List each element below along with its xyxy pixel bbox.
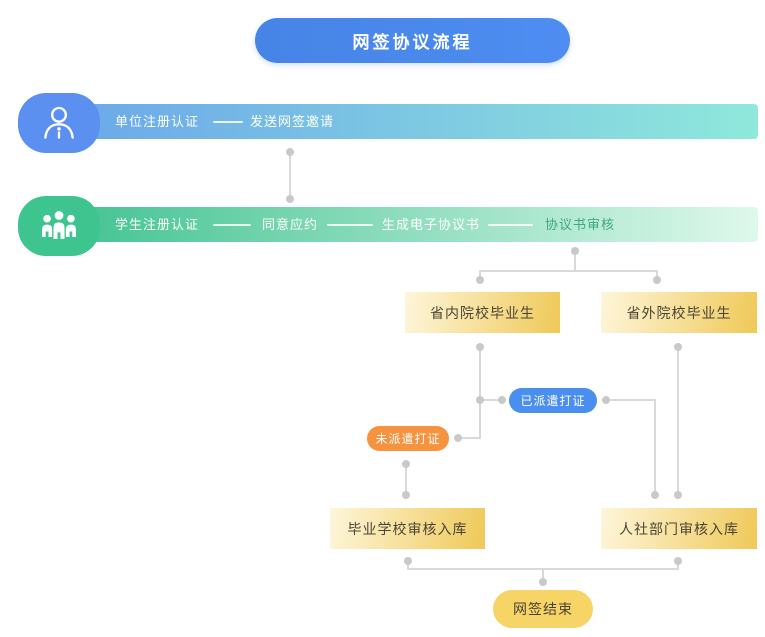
step-student-register: 学生注册认证 (115, 217, 200, 232)
step-generate-agreement: 生成电子协议书 (382, 217, 481, 232)
pill-not-dispatched: 未派遣打证 (367, 426, 449, 451)
branch-box-outside-province: 省外院校毕业生 (601, 292, 757, 333)
end-pill: 网签结束 (493, 590, 593, 628)
step-send-invite: 发送网签邀请 (250, 114, 335, 129)
step-accept-offer: 同意应约 (262, 217, 319, 232)
people-group-icon (42, 211, 76, 239)
box-school-review: 毕业学校审核入库 (330, 508, 485, 549)
unit-lane-cap (18, 93, 100, 153)
student-lane-bar (60, 207, 758, 242)
box-hr-review: 人社部门审核入库 (601, 508, 757, 549)
step-divider (213, 224, 251, 226)
pill-dispatched: 已派遣打证 (509, 388, 597, 413)
diagram-title: 网签协议流程 (255, 18, 570, 63)
step-unit-register: 单位注册认证 (115, 114, 200, 129)
step-divider (327, 224, 373, 226)
step-agreement-review: 协议书审核 (545, 217, 616, 232)
branch-box-inside-province: 省内院校毕业生 (405, 292, 560, 333)
student-lane-cap (18, 196, 100, 256)
person-icon (44, 106, 74, 139)
unit-lane-bar (60, 104, 758, 139)
step-divider (488, 224, 533, 226)
step-divider (213, 121, 243, 123)
